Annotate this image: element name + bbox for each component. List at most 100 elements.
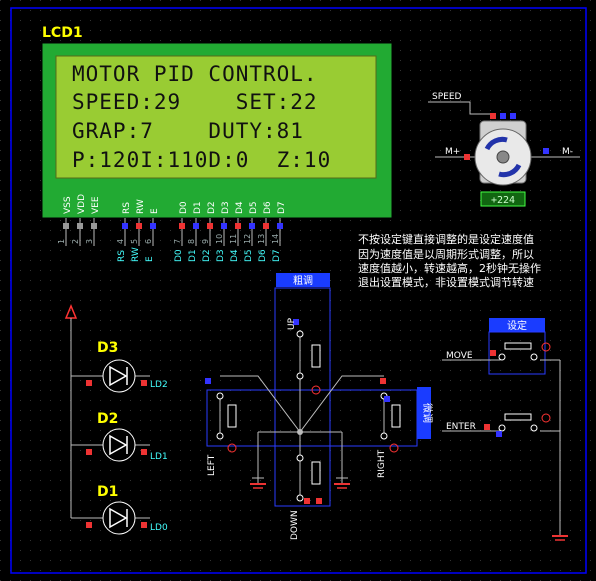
lcd-pin-state <box>150 223 156 229</box>
lcd-pin-name: D1 <box>193 201 203 214</box>
lcd-net-label: RS <box>117 250 127 262</box>
coarse-label-box <box>276 273 330 287</box>
ground-left-icon <box>250 478 266 489</box>
lcd-net-label: RW <box>131 247 141 262</box>
lcd-pin-header: VSS1VDD2VEE3RS4RW5E6D07D18D29D310D411D51… <box>57 194 287 262</box>
motor-readout-box <box>480 191 526 207</box>
lcd-pin-number: 1 <box>57 239 66 244</box>
enter-button[interactable]: ENTER <box>442 413 560 437</box>
right-label: RIGHT <box>377 449 387 478</box>
lcd-pin-state <box>91 223 97 229</box>
lcd-pin-number: 13 <box>257 234 266 244</box>
lcd-pin-number: 12 <box>243 234 252 244</box>
sheet-border <box>10 7 587 574</box>
coarse-group-frame <box>274 287 331 507</box>
lcd-net-label: D2 <box>202 249 212 262</box>
lcd-pin-name: D3 <box>221 201 231 214</box>
lcd-pin-name: RW <box>136 199 146 214</box>
lcd-pin-name: VEE <box>91 196 101 214</box>
lcd-pin-state <box>77 223 83 229</box>
led-d2-ref: D2 <box>97 411 118 427</box>
lcd-pin-number: 14 <box>271 234 280 244</box>
move-label: MOVE <box>446 351 473 361</box>
lcd-pin-state <box>136 223 142 229</box>
lcd-net-label: D3 <box>216 249 226 262</box>
lcd-line-3: GRAP:7 DUTY:81 <box>72 119 304 143</box>
lcd-pin-state <box>249 223 255 229</box>
lcd-pin-number: 8 <box>187 239 196 244</box>
note-line-4: 退出设置模式，非设置模式调节转速 <box>358 275 534 289</box>
lcd-pin-state <box>122 223 128 229</box>
lcd-net-label: D7 <box>272 249 282 262</box>
lcd-pin-name: VSS <box>63 196 73 214</box>
down-label: DOWN <box>290 510 300 540</box>
lcd-pin-number: 5 <box>130 239 139 244</box>
lcd-pin-state <box>193 223 199 229</box>
lcd-pin-number: 2 <box>71 239 80 244</box>
ground-right-icon <box>334 478 350 489</box>
lcd-pin-state <box>221 223 227 229</box>
lcd-net-label: D1 <box>188 249 198 262</box>
move-button[interactable]: MOVE <box>442 342 560 361</box>
fine-label-box <box>417 387 431 439</box>
left-button[interactable]: LEFT <box>205 378 237 476</box>
lcd-net-label: D0 <box>174 249 184 262</box>
lcd-pin-name: D2 <box>207 201 217 214</box>
lcd-pin-number: 10 <box>215 234 224 244</box>
coarse-label: 粗调 <box>293 275 313 287</box>
motor-mplus-label: M+ <box>445 147 460 157</box>
up-label: UP <box>287 317 297 330</box>
note-line-1: 不按设定键直接调整的是设定速度值 <box>358 232 534 246</box>
led-d3-ref: D3 <box>97 340 118 356</box>
led-d3[interactable]: D3 LD2 <box>71 340 168 393</box>
lcd-line-4: P:120I:110D:0 Z:10 <box>72 148 331 172</box>
lcd-pin-state <box>63 223 69 229</box>
led-d3-net: LD2 <box>150 380 168 390</box>
lcd-pin-number: 6 <box>144 239 153 244</box>
setting-label: 设定 <box>507 319 527 332</box>
lcd-net-label: D4 <box>230 249 240 262</box>
lcd-net-label: E <box>145 256 155 262</box>
lcd-pin-name: E <box>150 208 160 214</box>
motor-readout: +224 <box>491 195 515 206</box>
fine-label: 微调 <box>421 403 434 423</box>
led-d1-ref: D1 <box>97 484 118 500</box>
lcd-pin-name: D4 <box>235 201 245 214</box>
lcd-screen <box>55 55 377 179</box>
right-button[interactable]: RIGHT <box>377 378 401 478</box>
setting-group-frame <box>488 331 546 375</box>
lcd-pin-state <box>263 223 269 229</box>
led-d2-net: LD1 <box>150 452 168 462</box>
motor-speed-label: SPEED <box>432 92 462 102</box>
up-button[interactable]: UP <box>287 317 321 395</box>
ground-setting-icon <box>552 530 568 541</box>
lcd-pin-number: 9 <box>201 239 210 244</box>
lcd-pin-name: D0 <box>179 201 189 214</box>
led-d1-net: LD0 <box>150 523 168 533</box>
motor-mminus-label: M- <box>562 147 573 157</box>
led-d2[interactable]: D2 LD1 <box>71 411 168 462</box>
setting-label-box <box>489 318 545 332</box>
lcd-pin-number: 7 <box>173 239 182 244</box>
led-d1[interactable]: D1 LD0 <box>71 484 168 535</box>
lcd-pin-number: 4 <box>116 239 125 244</box>
enter-label: ENTER <box>446 422 476 432</box>
left-label: LEFT <box>207 454 217 476</box>
lcd-pin-state <box>207 223 213 229</box>
lcd-net-label: D6 <box>258 249 268 262</box>
lcd-pin-name: D7 <box>277 201 287 214</box>
lcd-pin-state <box>277 223 283 229</box>
note-line-2: 因为速度值是以周期形式调整，所以 <box>358 247 534 261</box>
lcd-pin-name: D6 <box>263 201 273 214</box>
lcd-ref-label: LCD1 <box>42 25 83 41</box>
lcd-pin-name: RS <box>122 202 132 214</box>
lcd-pin-name: D5 <box>249 201 259 214</box>
lcd-pin-number: 3 <box>85 239 94 244</box>
note-line-3: 速度值越小，转速越高，2秒钟无操作 <box>358 261 541 275</box>
lcd-line-2: SPEED:29 SET:22 <box>72 90 318 114</box>
down-button[interactable]: DOWN <box>290 454 322 540</box>
lcd-pin-state <box>235 223 241 229</box>
lcd-pin-state <box>179 223 185 229</box>
